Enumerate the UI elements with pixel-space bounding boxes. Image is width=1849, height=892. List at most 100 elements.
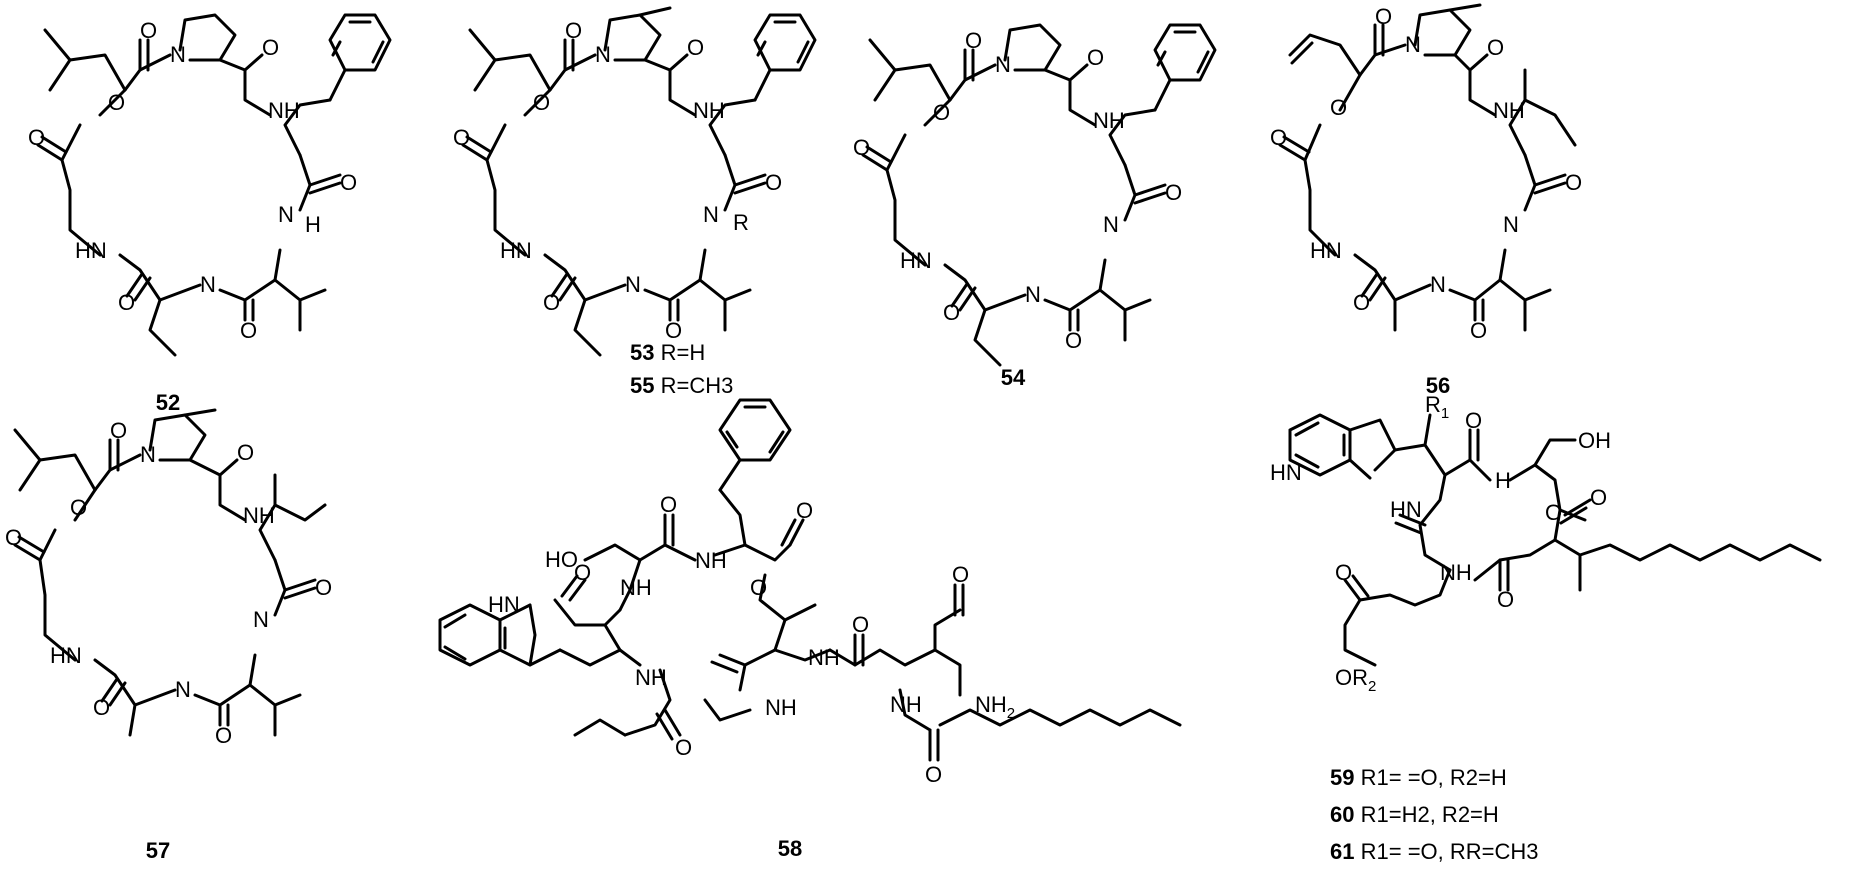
atom-label: O	[943, 300, 960, 325]
atom-label: O	[1270, 125, 1287, 150]
atom-label: O	[1330, 95, 1347, 120]
atom-label: HO	[545, 547, 578, 572]
atom-label: N	[140, 442, 156, 467]
atom-label: HN	[50, 643, 82, 668]
compound-59-61-structure: R1 O H OH O O HN HN NH O O OR2	[1270, 392, 1822, 695]
atom-label: O	[453, 125, 470, 150]
atom-label: HN	[75, 238, 107, 263]
atom-label: O	[1487, 35, 1504, 60]
atom-label: O	[240, 318, 257, 343]
atom-label: O	[28, 125, 45, 150]
atom-label: HN	[488, 592, 520, 617]
atom-label: O	[665, 318, 682, 343]
atom-label: NH	[808, 645, 840, 670]
atom-label: N	[253, 607, 269, 632]
atom-label: O	[1335, 560, 1352, 585]
compound-caption-60: 60 R1=H2, R2=H	[1330, 802, 1499, 827]
atom-label: O	[1470, 318, 1487, 343]
atom-label: HN	[1270, 460, 1302, 485]
atom-label: N	[170, 42, 186, 67]
atom-label: N	[595, 42, 611, 67]
atom-label: O	[952, 562, 969, 587]
atom-label: NH	[1440, 560, 1472, 585]
atom-label: N	[175, 677, 191, 702]
atom-label: N	[703, 202, 719, 227]
atom-label: O	[1590, 485, 1607, 510]
atom-label: NH	[243, 503, 275, 528]
atom-label: O	[1087, 45, 1104, 70]
atom-label: O	[1545, 500, 1562, 525]
atom-label: N	[1503, 212, 1519, 237]
atom-label: R1	[1425, 392, 1449, 422]
atom-label: O	[675, 735, 692, 760]
atom-label: O	[796, 498, 813, 523]
atom-label: O	[70, 495, 87, 520]
atom-label: O	[340, 170, 357, 195]
atom-label: O	[853, 135, 870, 160]
atom-label: O	[1165, 180, 1182, 205]
atom-label: O	[660, 492, 677, 517]
atom-label: N	[1405, 32, 1421, 57]
atom-label: H	[1495, 468, 1511, 493]
atom-label: OR2	[1335, 665, 1376, 695]
atom-label: O	[765, 170, 782, 195]
compound-caption-53: 53 R=H	[630, 340, 705, 365]
atom-label: N	[995, 52, 1011, 77]
atom-label: N	[1430, 272, 1446, 297]
atom-label: O	[933, 100, 950, 125]
compound-56-structure: O N O O NH O N O HN O N O	[1270, 3, 1582, 343]
atom-label: HN	[500, 238, 532, 263]
atom-label: NH2	[975, 692, 1015, 722]
atom-label: O	[1497, 587, 1514, 612]
atom-label: N	[200, 272, 216, 297]
compound-label-56: 56	[1426, 373, 1450, 398]
atom-label: N	[278, 202, 294, 227]
atom-label: R	[733, 210, 749, 235]
compound-label-58: 58	[778, 836, 802, 861]
atom-label: O	[237, 440, 254, 465]
atom-label: O	[1065, 328, 1082, 353]
atom-label: NH	[635, 665, 667, 690]
compound-caption-55: 55 R=CH3	[630, 373, 733, 398]
atom-label: NH	[620, 575, 652, 600]
atom-label: NH	[695, 548, 727, 573]
compound-label-52: 52	[156, 390, 180, 415]
atom-label: H	[305, 212, 321, 237]
atom-label: O	[215, 723, 232, 748]
atom-label: HN	[1390, 497, 1422, 522]
atom-label: O	[108, 90, 125, 115]
atom-label: NH	[268, 98, 300, 123]
atom-label: O	[93, 695, 110, 720]
compound-54-structure: O N O O NH O N O HN O N O	[853, 23, 1217, 367]
atom-label: O	[565, 18, 582, 43]
compound-caption-61: 61 R1= =O, RR=CH3	[1330, 839, 1539, 864]
atom-label: N	[625, 272, 641, 297]
atom-label: O	[574, 560, 591, 585]
compound-label-57: 57	[146, 838, 170, 863]
atom-label: O	[543, 290, 560, 315]
atom-label: NH	[890, 692, 922, 717]
compound-caption-59: 59 R1= =O, R2=H	[1330, 765, 1507, 790]
atom-label: O	[687, 35, 704, 60]
atom-label: NH	[1093, 108, 1125, 133]
atom-label: O	[315, 575, 332, 600]
atom-label: O	[110, 418, 127, 443]
compound-58-structure: HO O NH O O O NH O O NH NH O NH NH O NH2…	[438, 398, 1182, 787]
compound-52-structure: O N O O NH O N H O HN O N O	[28, 13, 392, 357]
atom-label: O	[140, 18, 157, 43]
atom-label: OH	[1578, 428, 1611, 453]
atom-label: O	[5, 525, 22, 550]
atom-label: O	[1565, 170, 1582, 195]
compound-53-55-structure: O N O O NH O N R O HN O N O	[453, 6, 817, 357]
atom-label: O	[1375, 4, 1392, 29]
atom-label: NH	[765, 695, 797, 720]
atom-label: O	[925, 762, 942, 787]
atom-label: O	[965, 28, 982, 53]
atom-label: NH	[1493, 98, 1525, 123]
atom-label: O	[1465, 408, 1482, 433]
atom-label: NH	[693, 98, 725, 123]
atom-label: N	[1025, 282, 1041, 307]
atom-label: O	[852, 612, 869, 637]
compound-label-54: 54	[1001, 365, 1026, 390]
